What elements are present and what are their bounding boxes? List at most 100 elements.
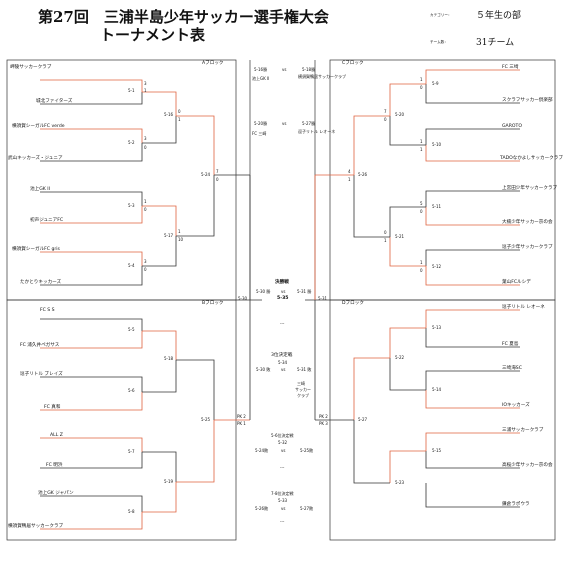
team-c-4: TADOなかよしサッカークラブ <box>500 156 563 161</box>
r2-left-code: 5-20勝 <box>254 121 268 126</box>
seventh-left: 5-26敗 <box>255 506 269 511</box>
score: 3 <box>144 81 147 86</box>
score: 1 <box>348 177 351 182</box>
match-label: 5-25 <box>201 417 211 422</box>
r1-vs: vs <box>282 67 287 72</box>
team-d-2: FC 夏島 <box>502 342 519 347</box>
team-a-7: 横須賀シーガルFC gris <box>12 247 60 252</box>
team-b-6: FC 明浜 <box>46 463 63 468</box>
final-right-code: 5-31 <box>318 296 328 301</box>
match-label: 5-21 <box>395 234 405 239</box>
match-label: 5-19 <box>164 479 174 484</box>
team-d-4: IOキッカーズ <box>502 403 530 408</box>
score: 1 <box>420 139 423 144</box>
team-d-7: 鎌倉ラポウラ <box>502 502 530 507</box>
r1-left-code: 5-16勝 <box>254 67 268 72</box>
match-label: 5-11 <box>432 204 442 209</box>
r2-team-right: 逗子リトル レオーネ <box>298 129 336 134</box>
match-label: 5-5 <box>128 327 135 332</box>
team-a-4: 武山キッカーズ・ジュニア <box>8 156 63 161</box>
match-label: 5-27 <box>358 417 368 422</box>
score: 0 <box>178 109 181 114</box>
team-b-7: 池上GK ジャパン <box>38 491 74 496</box>
page-title: 第27回 三浦半島少年サッカー選手権大会 <box>38 8 329 26</box>
score: 0 <box>144 207 147 212</box>
pk-left: PK 2 <box>237 414 246 419</box>
seventh-label: 7-8位決定戦 <box>271 491 294 496</box>
score: 3 <box>144 136 147 141</box>
fifth-match: 5-32 <box>278 440 288 445</box>
final-left: 5-30 勝 <box>256 289 271 294</box>
team-c-3: GAROTO <box>502 124 522 129</box>
match-label: 5-26 <box>358 172 368 177</box>
match-label: 5-16 <box>164 112 174 117</box>
team-c-8: 葉山FCルシデ <box>502 280 531 285</box>
fifth-left: 5-24敗 <box>255 448 269 453</box>
team-a-5: 池上GK II <box>30 187 50 192</box>
team-b-1: FC S S <box>40 308 55 313</box>
final-right: 5-31 勝 <box>297 289 312 294</box>
r1-right-code: 5-18勝 <box>302 67 316 72</box>
match-label: 5-22 <box>395 355 405 360</box>
match-label: 5-14 <box>432 387 442 392</box>
third-right: 5-31 敗 <box>297 367 312 372</box>
final-match: 5-35 <box>277 296 289 301</box>
team-b-8: 横須賀鴨居サッカークラブ <box>8 524 64 529</box>
seventh-vs: vs <box>281 506 286 511</box>
r2-vs: vs <box>282 121 287 126</box>
team-b-2: FC 浦久井ペガサス <box>20 343 60 348</box>
score: 1 <box>178 229 181 234</box>
score: 0 <box>384 117 387 122</box>
score: 1 <box>144 88 147 93</box>
score: 0 <box>144 145 147 150</box>
score: 1 <box>420 77 423 82</box>
team-c-1: FC 三崎 <box>502 65 519 70</box>
team-d-1: 逗子リトル レオーネ <box>502 305 545 310</box>
match-label: 5-20 <box>395 112 405 117</box>
block-d-label: Dブロック <box>342 301 364 306</box>
team-c-6: 大楠少年サッカー京の会 <box>502 220 553 225</box>
score: 1 <box>420 260 423 265</box>
match-label: 5-9 <box>432 81 439 86</box>
team-b-3: 逗子リトル ブレイズ <box>20 372 63 377</box>
match-label: 5-8 <box>128 509 135 514</box>
score: 0 <box>420 268 423 273</box>
third-team-c: クラブ <box>297 393 309 398</box>
pk-right-2: PK 3 <box>319 421 328 426</box>
third-label: 3位決定戦 <box>271 353 293 358</box>
block-a-label: Aブロック <box>202 61 224 66</box>
team-b-4: FC 真和 <box>44 405 61 410</box>
match-label: 5-23 <box>395 480 405 485</box>
fifth-label: 5-6位決定戦 <box>271 433 294 438</box>
third-match: 5-34 <box>278 360 288 365</box>
block-c-label: Cブロック <box>342 61 364 66</box>
score: 0 <box>384 230 387 235</box>
pk-left-2: PK 1 <box>237 421 246 426</box>
fifth-dash: --- <box>280 465 285 470</box>
block-b-label: Bブロック <box>202 301 224 306</box>
third-team-a: 三崎 <box>297 381 305 386</box>
score: 0 <box>216 177 219 182</box>
score: 0 <box>420 85 423 90</box>
team-d-6: 高桜少年サッカー京の会 <box>502 463 553 468</box>
r1-team-left: 池上GK II <box>252 76 270 81</box>
third-team-b: サッカー <box>295 387 311 392</box>
score: 5 <box>420 201 423 206</box>
page-subtitle: トーナメント表 <box>100 26 206 44</box>
category-value: ５年生の部 <box>476 11 522 21</box>
team-c-7: 逗子少年サッカークラブ <box>502 245 553 250</box>
score: 3 <box>144 259 147 264</box>
team-c-5: 上宮田少年サッカークラブ <box>502 186 558 191</box>
seventh-right: 5-27敗 <box>300 506 314 511</box>
score: 1 <box>178 117 181 122</box>
team-c-2: スクラフサッカー倶楽部 <box>502 98 553 103</box>
score: 7 <box>216 169 219 174</box>
score: 0 <box>144 267 147 272</box>
match-label: 5-1 <box>128 88 135 93</box>
team-b-5: ALL Z <box>50 433 63 438</box>
fifth-vs: vs <box>281 448 286 453</box>
match-label: 5-10 <box>432 142 442 147</box>
final-vs: vs <box>281 289 286 294</box>
match-label: 5-24 <box>201 172 211 177</box>
